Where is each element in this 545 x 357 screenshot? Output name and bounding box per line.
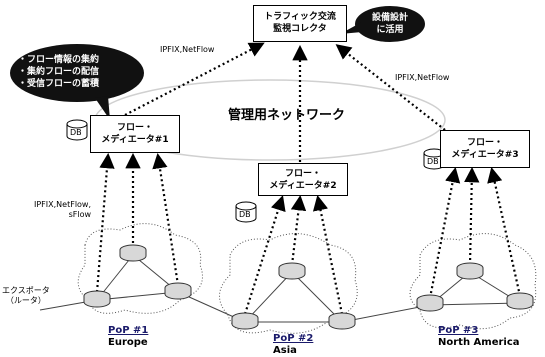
router-icon bbox=[456, 262, 484, 280]
protocol-label-left: IPFIX,NetFlow bbox=[160, 45, 215, 54]
database-icon bbox=[423, 148, 445, 170]
router-icon bbox=[83, 290, 111, 308]
database-icon bbox=[235, 201, 257, 223]
export-flow-arrows bbox=[95, 152, 522, 315]
router-icon bbox=[416, 294, 444, 312]
collector-box: トラフィック交流 監視コレクタ bbox=[253, 5, 347, 42]
speech-bubble-icon bbox=[10, 44, 144, 120]
router-icon bbox=[328, 312, 356, 330]
router-icon bbox=[119, 244, 147, 262]
db-label-2: DB bbox=[239, 210, 251, 219]
function-bubble-text: ・フロー情報の集約 ・集約フローの配信 ・受信フローの蓄積 bbox=[18, 55, 100, 89]
db-label-3: DB bbox=[427, 157, 439, 166]
collector-line1: トラフィック交流 bbox=[264, 12, 336, 22]
databases bbox=[66, 119, 445, 223]
mediator-box-2: フロー・ メディエータ#2 bbox=[258, 163, 348, 196]
mediator-box-1: フロー・ メディエータ#1 bbox=[90, 115, 180, 153]
router-icon bbox=[506, 292, 534, 310]
database-icon bbox=[66, 119, 88, 141]
router-icon bbox=[278, 262, 306, 280]
pop-label-3: PoP #3 North America bbox=[438, 325, 520, 348]
routers bbox=[83, 244, 534, 330]
management-flow-arrows bbox=[124, 42, 446, 162]
design-bubble-text: 設備設計 に活用 bbox=[371, 13, 408, 35]
export-protocol-label: IPFIX,NetFlow, sFlow bbox=[34, 200, 92, 219]
pop-links bbox=[39, 254, 521, 323]
db-label-1: DB bbox=[70, 128, 82, 137]
pop-label-2: PoP #2 Asia bbox=[273, 333, 314, 356]
collector-line2: 監視コレクタ bbox=[273, 24, 327, 34]
management-network-title: 管理用ネットワーク bbox=[228, 108, 346, 123]
router-icon bbox=[164, 282, 192, 300]
mediator-box-3: フロー・ メディエータ#3 bbox=[440, 130, 530, 168]
protocol-label-right: IPFIX,NetFlow bbox=[395, 73, 450, 82]
router-icon bbox=[231, 312, 259, 330]
pop-label-1: PoP #1 Europe bbox=[108, 325, 149, 348]
exporter-label: エクスポータ （ルータ） bbox=[2, 286, 50, 305]
